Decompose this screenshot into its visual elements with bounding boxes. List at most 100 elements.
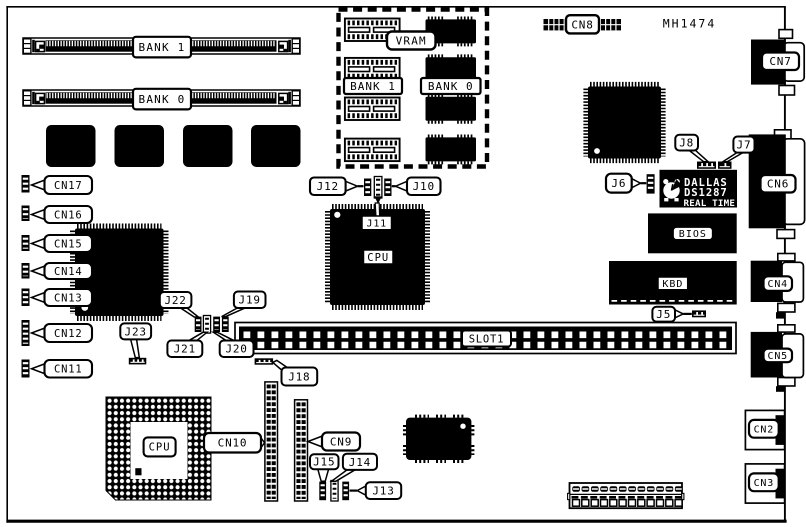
- cn14-pins: [21, 263, 30, 279]
- j20-pins: [213, 316, 220, 332]
- j23-label: J23: [119, 322, 153, 341]
- cn11-label-text: CN11: [54, 364, 83, 376]
- j10-label: J10: [405, 176, 442, 197]
- connector-cn4-label: CN4: [762, 275, 794, 292]
- terminal-hole: [627, 498, 637, 507]
- connector-cn5-label-text: CN5: [768, 351, 788, 362]
- cpu-pga-socket: CPU: [105, 396, 212, 501]
- vram-area-outline: [336, 7, 490, 169]
- chip-kbd: KBD: [609, 261, 737, 305]
- jumper-j8: J8: [674, 133, 716, 169]
- j20-label: J20: [218, 339, 255, 358]
- kbd-label-text: KBD: [662, 279, 683, 290]
- dallas-clock-logo: [663, 179, 682, 202]
- cn17-label-text: CN17: [54, 180, 83, 192]
- cn12-label-text: CN12: [54, 328, 83, 340]
- cn13-label: CN13: [43, 287, 94, 308]
- simm-socket-bank1: BANK 1: [22, 35, 301, 59]
- cn16-label: CN16: [43, 204, 94, 225]
- j22-pins: [194, 316, 202, 332]
- connector-cn4-label-text: CN4: [768, 279, 788, 290]
- j18-label-text: J18: [288, 370, 310, 383]
- rtc-text-line2: DS1287: [684, 187, 728, 199]
- connector-cn6-label: CN6: [759, 173, 797, 194]
- j23-header: [128, 357, 147, 365]
- vram-socket-2: [343, 56, 401, 82]
- connector-cn6: CN6: [748, 134, 806, 229]
- cpu-pga-label-text: CPU: [149, 442, 171, 454]
- vram-bank1-label-text: BANK 1: [350, 80, 396, 93]
- memory-chip-2: [114, 125, 164, 167]
- j22-label-text: J22: [164, 294, 186, 307]
- j7-header: [718, 161, 732, 169]
- j14-label: J14: [341, 452, 378, 471]
- j15-label: J15: [309, 453, 340, 471]
- jumper-j23: J23: [119, 322, 153, 365]
- j7-label: J7: [732, 135, 756, 154]
- j10-label-text: J10: [413, 180, 435, 193]
- pga-pin1-mark: [135, 468, 142, 476]
- j13-label-text: J13: [372, 485, 394, 498]
- j18-header: [254, 358, 274, 365]
- connector-cn2: CN2: [744, 409, 786, 451]
- simm-socket-bank1-label: BANK 1: [131, 35, 193, 59]
- edge-screw-post-1: [778, 28, 794, 40]
- cn15-label-text: CN15: [54, 238, 83, 250]
- connector-cn16: CN16: [21, 204, 94, 225]
- edge-screw-post-6: [776, 302, 796, 313]
- connector-cn11: CN11: [21, 358, 94, 379]
- j5-label: J5: [651, 305, 677, 323]
- terminal-hole: [581, 498, 590, 507]
- terminal-hole: [571, 498, 581, 507]
- j20-label-text: J20: [225, 343, 247, 356]
- edge-screw-post-4: [776, 228, 796, 240]
- cn13-pins: [21, 288, 30, 306]
- vram-socket-4: [343, 137, 401, 163]
- terminal-hole: [590, 498, 599, 507]
- vram-label: VRAM: [385, 30, 437, 51]
- edge-screw-post-2: [778, 84, 796, 96]
- j21-label: J21: [166, 339, 204, 358]
- j14-pins: [330, 479, 339, 502]
- slot1-label-text: SLOT1: [469, 333, 505, 345]
- terminal-hole: [665, 498, 674, 507]
- j13-pins: [342, 481, 350, 501]
- edge-notch-1: [776, 312, 785, 319]
- j13-label: J13: [364, 481, 403, 500]
- j5-label-text: J5: [656, 308, 671, 321]
- cn17-pins: [21, 175, 30, 193]
- jumper-j7: J7: [718, 135, 756, 169]
- j6-label-text: J6: [611, 177, 626, 190]
- cn17-label: CN17: [43, 174, 94, 196]
- cn16-pins: [21, 205, 30, 221]
- terminal-block: [567, 482, 685, 510]
- cn14-label: CN14: [43, 261, 94, 281]
- terminal-hole: [646, 498, 655, 507]
- terminal-hole: [609, 498, 618, 507]
- j11-label: J11: [361, 215, 393, 231]
- j14-label-text: J14: [349, 456, 371, 469]
- cpu-qfp-label: CPU: [362, 249, 394, 265]
- j6-pins: [646, 174, 655, 194]
- slot1-connector: SLOT1: [234, 321, 737, 355]
- connector-cn2-label: CN2: [747, 418, 780, 439]
- edge-screw-post-5: [776, 252, 796, 262]
- simm-socket-bank0-label-text: BANK 0: [139, 93, 186, 106]
- j18-label: J18: [280, 366, 319, 387]
- cn15-label: CN15: [43, 233, 94, 254]
- connector-cn17: CN17: [21, 174, 94, 196]
- chip-qfp-right: [583, 81, 666, 164]
- terminal-hole: [674, 498, 683, 507]
- j15-pins: [319, 481, 327, 501]
- vram-label-text: VRAM: [396, 34, 427, 47]
- j10-pins: [384, 178, 392, 196]
- connector-cn12: CN12: [21, 320, 94, 346]
- connector-cn3-label: CN3: [747, 472, 780, 493]
- vram-bank0-label-text: BANK 0: [428, 80, 474, 93]
- connector-cn5: CN5: [750, 331, 805, 379]
- j15-label-text: J15: [313, 456, 335, 469]
- connector-cn9: CN9: [293, 399, 362, 502]
- j19-label-text: J19: [239, 294, 261, 307]
- jumper-block-j11-j12-j10: J12 J10 J11: [308, 175, 442, 231]
